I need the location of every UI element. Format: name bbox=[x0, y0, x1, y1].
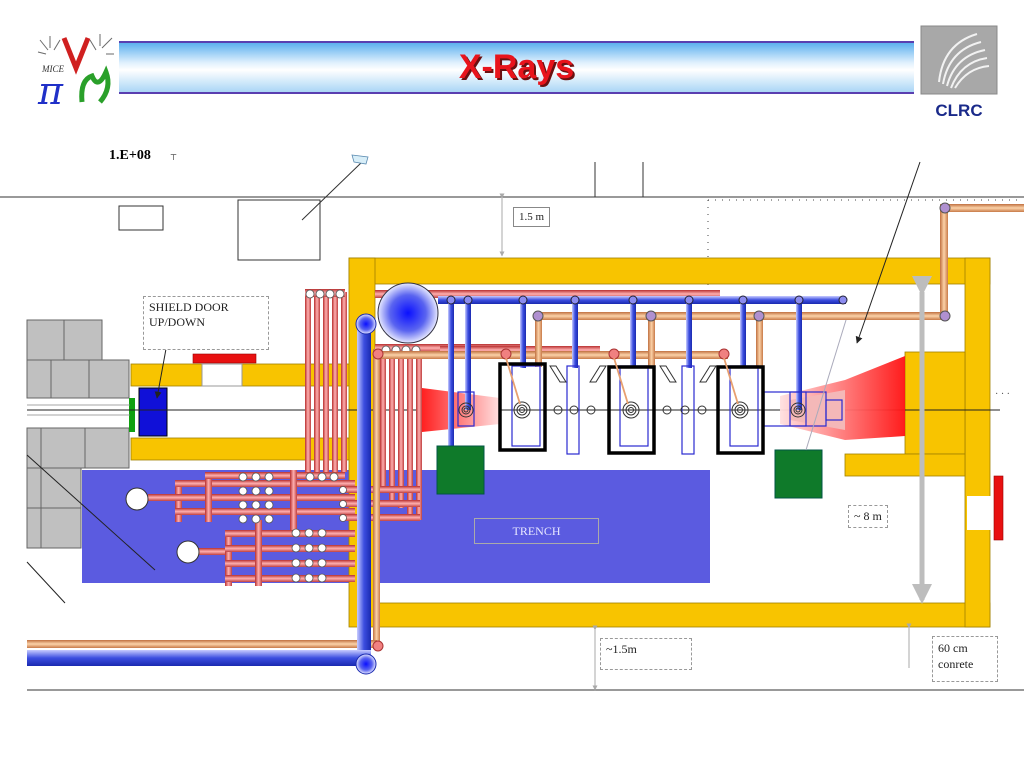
shield-walls bbox=[130, 257, 991, 628]
concrete-line-2: conrete bbox=[938, 657, 974, 671]
slide-title: X-Rays bbox=[458, 48, 575, 86]
gap-top-label: 1.5 m bbox=[513, 207, 551, 227]
concrete-line-1: 60 cm bbox=[938, 641, 968, 655]
concrete-label: 60 cm conrete bbox=[932, 636, 998, 682]
green-unit-left bbox=[436, 445, 485, 495]
counts-label: 1.E+08 bbox=[109, 148, 151, 163]
trench-text: TRENCH bbox=[512, 523, 561, 538]
gap-bottom-label: ~1.5m bbox=[600, 638, 692, 670]
height-label: ~ 8 m bbox=[848, 505, 888, 528]
shield-door bbox=[138, 387, 168, 437]
clrc-logo: CLRC bbox=[920, 25, 998, 120]
svg-text:π: π bbox=[37, 69, 64, 106]
title-banner bbox=[119, 41, 914, 94]
svg-text:· · ·: · · · bbox=[995, 389, 1010, 400]
rf-sphere bbox=[377, 282, 439, 344]
red-pipes-trench bbox=[148, 470, 420, 586]
shield-door-label: SHIELD DOOR UP/DOWN bbox=[143, 296, 269, 350]
trench-label: TRENCH bbox=[474, 518, 599, 544]
shield-blocks bbox=[26, 319, 130, 549]
shield-door-line-2: UP/DOWN bbox=[149, 315, 205, 329]
shield-door-line-1: SHIELD DOOR bbox=[149, 300, 229, 314]
mice-logo: MICE π bbox=[37, 34, 114, 106]
left-cone bbox=[422, 388, 500, 432]
svg-text:MICE: MICE bbox=[41, 64, 64, 74]
svg-text:⊤: ⊤ bbox=[170, 153, 177, 162]
green-unit-right bbox=[774, 449, 823, 499]
absorber-frames bbox=[498, 362, 765, 455]
beam-rings bbox=[458, 401, 806, 419]
svg-text:CLRC: CLRC bbox=[935, 101, 982, 120]
blue-pipes bbox=[27, 296, 846, 666]
